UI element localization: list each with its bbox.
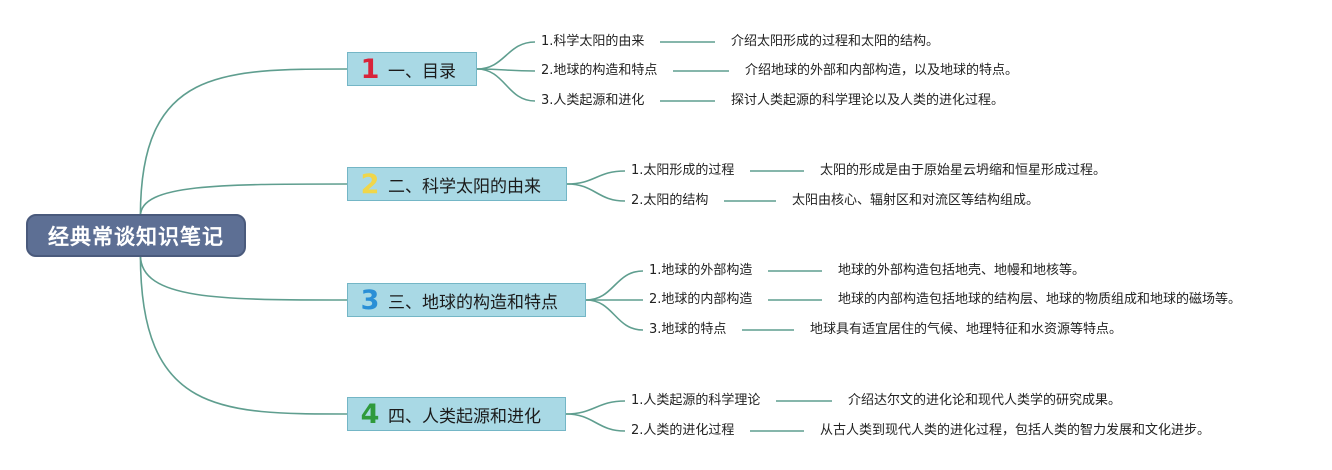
branch-1-item-1-title[interactable]: 1.科学太阳的由来 <box>541 34 645 49</box>
branch-4-item-1-desc: 介绍达尔文的进化论和现代人类学的研究成果。 <box>848 393 1122 408</box>
branch-2-item-1-connector <box>566 170 626 185</box>
branch-4-connector <box>139 254 348 415</box>
branch-1-item-2-title[interactable]: 2.地球的构造和特点 <box>541 63 658 78</box>
branch-2-label: 二、科学太阳的由来 <box>388 176 541 197</box>
branch-1-item-3-title[interactable]: 3.人类起源和进化 <box>541 93 645 108</box>
branch-3-item-3-connector <box>585 299 644 331</box>
branch-3-item-1-title[interactable]: 1.地球的外部构造 <box>649 263 753 278</box>
branch-1-connector <box>139 68 348 217</box>
branch-3-item-2-desc: 地球的内部构造包括地球的结构层、地球的物质组成和地球的磁场等。 <box>838 292 1242 307</box>
branch-3-node[interactable]: 3 三、地球的构造和特点 <box>347 283 586 317</box>
branch-4-item-1-title[interactable]: 1.人类起源的科学理论 <box>631 393 761 408</box>
branch-4-number: 4 <box>360 398 380 430</box>
branch-3-item-1-desc: 地球的外部构造包括地壳、地幔和地核等。 <box>838 263 1086 278</box>
branch-2-item-1-desc: 太阳的形成是由于原始星云坍缩和恒星形成过程。 <box>820 163 1107 178</box>
root-topic[interactable]: 经典常谈知识笔记 <box>26 214 246 257</box>
branch-1-item-1-connector <box>476 41 536 70</box>
branch-3-item-3-title[interactable]: 3.地球的特点 <box>649 322 727 337</box>
root-title: 经典常谈知识笔记 <box>48 224 224 249</box>
branch-2-connector <box>139 183 348 217</box>
branch-4-node[interactable]: 4 四、人类起源和进化 <box>347 397 566 431</box>
branch-4-label: 四、人类起源和进化 <box>388 406 541 427</box>
branch-1-label: 一、目录 <box>388 61 456 82</box>
branch-3-label: 三、地球的构造和特点 <box>388 292 558 313</box>
branch-2-number: 2 <box>360 168 380 200</box>
branch-2-item-1-title[interactable]: 1.太阳形成的过程 <box>631 163 735 178</box>
branch-3-item-2-title[interactable]: 2.地球的内部构造 <box>649 292 753 307</box>
branch-3-connector <box>139 254 348 301</box>
branch-1-item-3-desc: 探讨人类起源的科学理论以及人类的进化过程。 <box>731 93 1005 108</box>
branch-2-item-2-connector <box>566 183 626 202</box>
branch-1-node[interactable]: 1 一、目录 <box>347 52 477 86</box>
branch-2-node[interactable]: 2 二、科学太阳的由来 <box>347 167 567 201</box>
branch-1-item-1-desc: 介绍太阳形成的过程和太阳的结构。 <box>731 34 940 49</box>
branch-1-item-2-desc: 介绍地球的外部和内部构造，以及地球的特点。 <box>745 63 1019 78</box>
branch-4-item-1-connector <box>565 400 626 415</box>
branch-4-item-2-connector <box>565 413 626 432</box>
branch-3-item-1-connector <box>585 270 644 301</box>
branch-2-item-2-title[interactable]: 2.太阳的结构 <box>631 193 709 208</box>
branch-2-item-2-desc: 太阳由核心、辐射区和对流区等结构组成。 <box>792 193 1040 208</box>
branch-4-item-2-desc: 从古人类到现代人类的进化过程，包括人类的智力发展和文化进步。 <box>820 423 1211 438</box>
branch-4-item-2-title[interactable]: 2.人类的进化过程 <box>631 423 735 438</box>
branch-1-item-3-connector <box>476 68 536 102</box>
branch-3-item-3-desc: 地球具有适宜居住的气候、地理特征和水资源等特点。 <box>810 322 1123 337</box>
branch-1-number: 1 <box>360 53 380 85</box>
branch-3-number: 3 <box>360 284 380 316</box>
